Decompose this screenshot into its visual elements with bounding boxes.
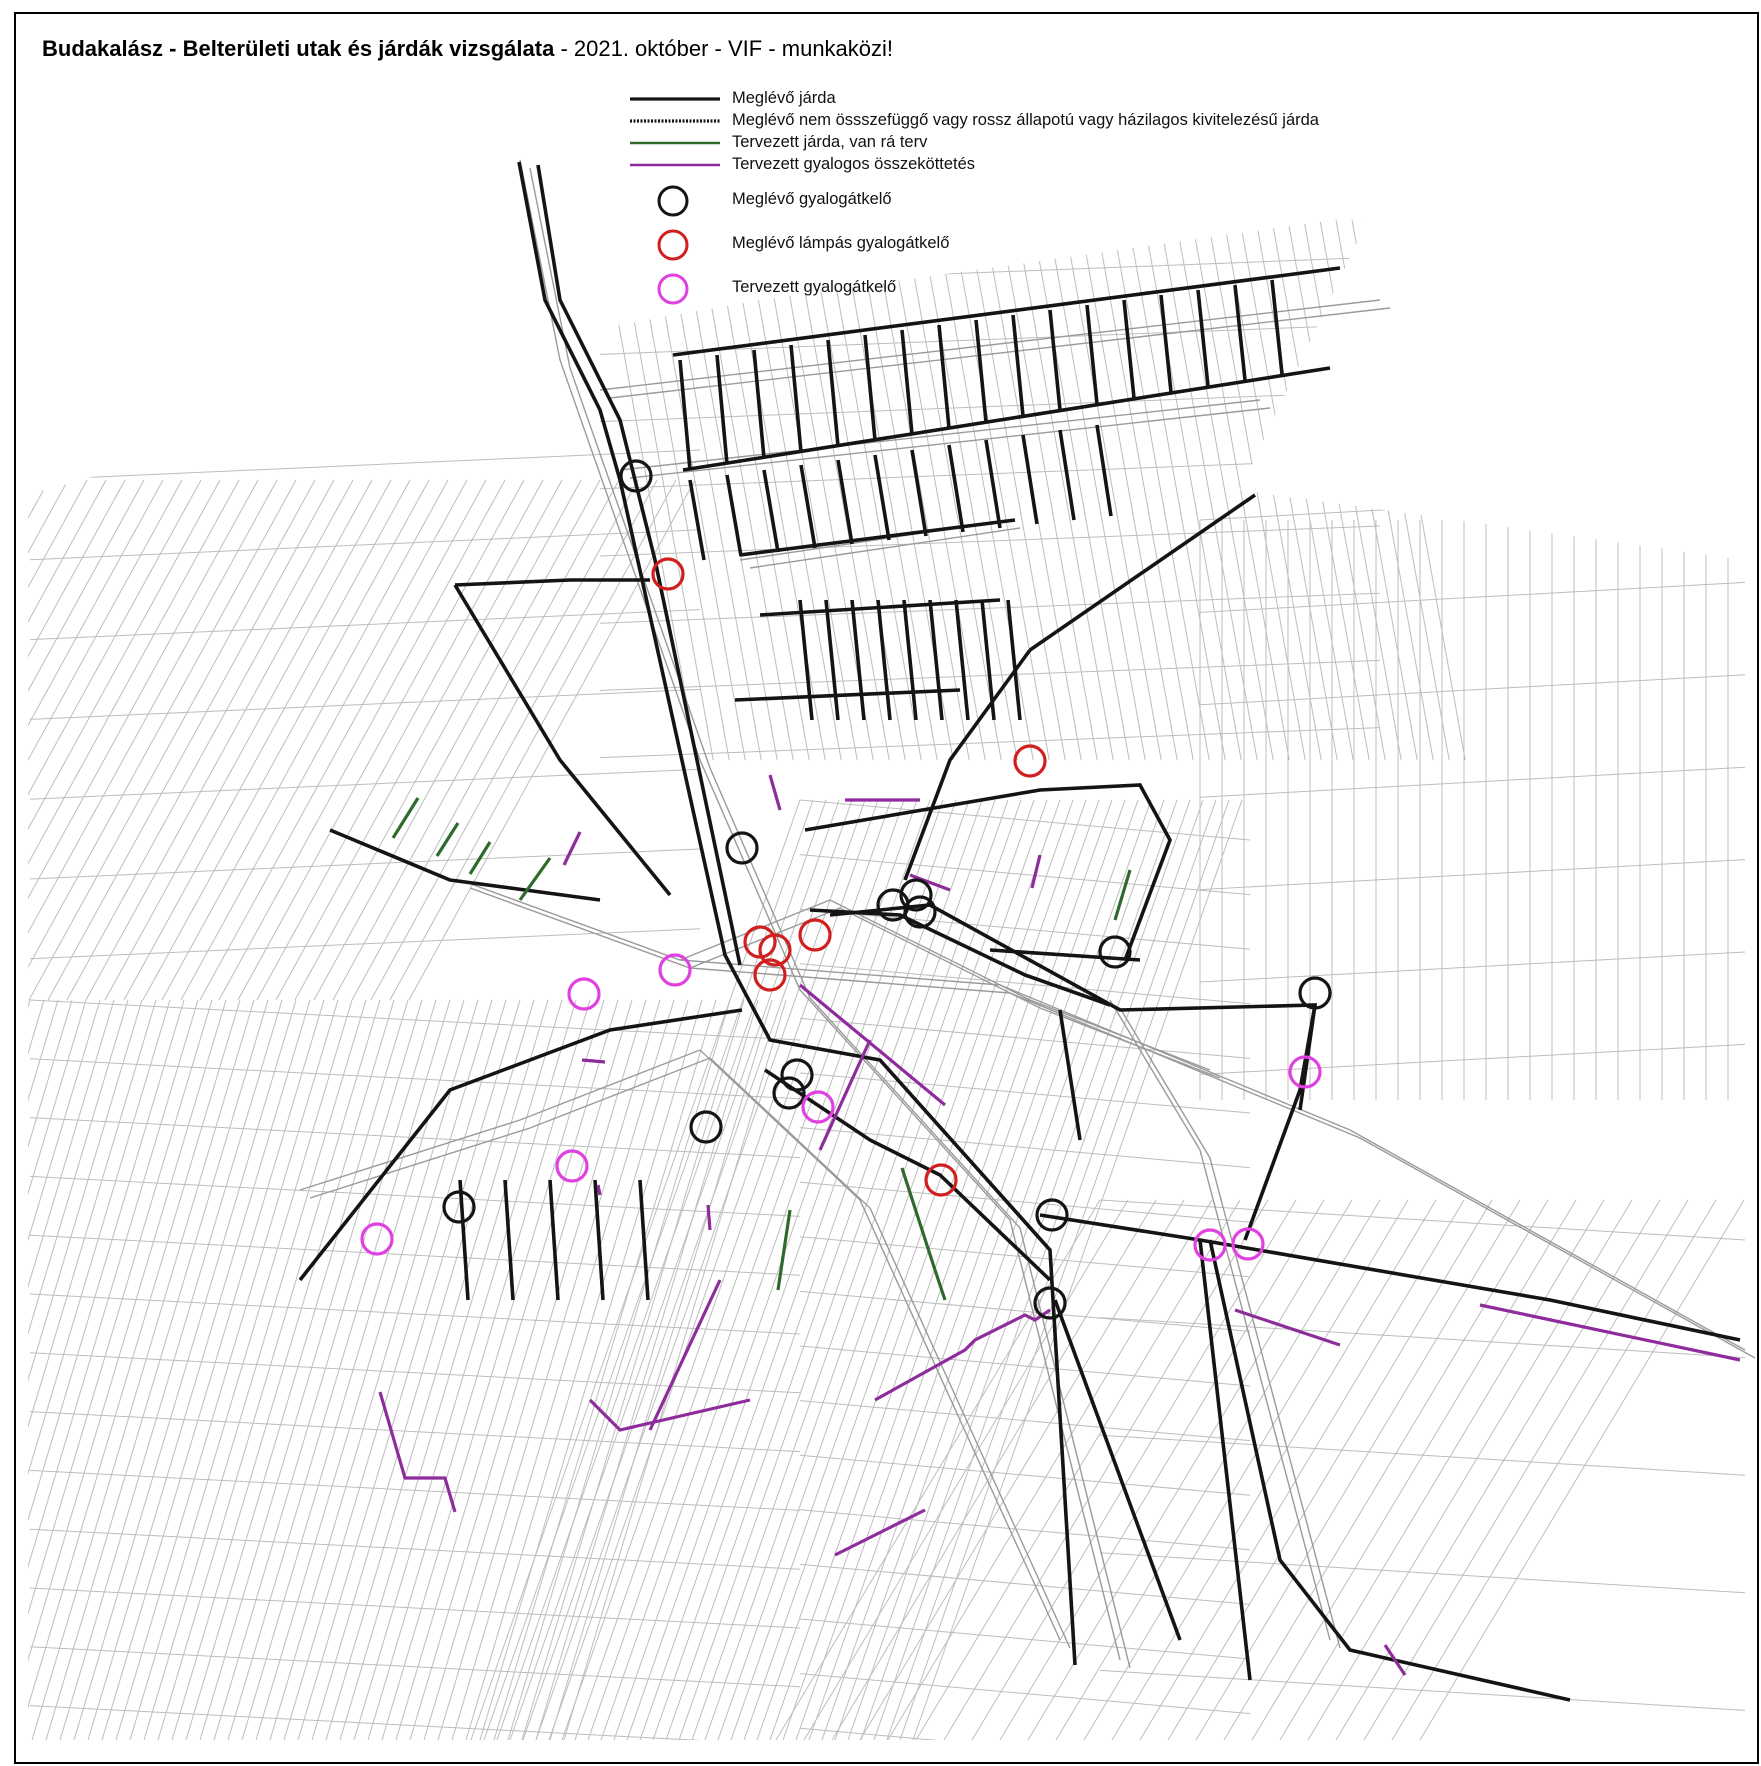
crossing-marker (360, 1222, 394, 1256)
legend-line-solid-black (630, 97, 720, 101)
legend-circle-magenta (657, 273, 689, 305)
map-title: Budakalász - Belterületi utak és járdák … (42, 36, 893, 62)
legend-label: Meglévő lámpás gyalogátkelő (732, 234, 950, 252)
crossing-marker (567, 977, 601, 1011)
crossing-marker (1033, 1286, 1067, 1320)
existing-sidewalks (298, 161, 1741, 1702)
crossing-marker (555, 1149, 589, 1183)
crossing-marker (689, 1110, 723, 1144)
crossing-marker (1193, 1228, 1227, 1262)
crossing-marker (798, 918, 832, 952)
crossing-marker (1035, 1198, 1069, 1232)
legend-line-green (630, 141, 720, 145)
crossings (360, 459, 1332, 1320)
crossing-marker (1231, 1227, 1265, 1261)
crossing-marker (442, 1190, 476, 1224)
legend-label: Meglévő járda (732, 89, 836, 107)
planned-sidewalks (391, 797, 1132, 1301)
map-title-bold: Budakalász - Belterületi utak és járdák … (42, 36, 555, 61)
crossing-marker (658, 953, 692, 987)
crossing-marker (1298, 976, 1332, 1010)
crossing-marker (725, 831, 759, 865)
legend-label: Tervezett járda, van rá terv (732, 133, 928, 151)
legend-circle-black (657, 185, 689, 217)
crossing-marker (1098, 935, 1132, 969)
legend-label: Meglévő nem össszefüggő vagy rossz állap… (732, 111, 1319, 129)
crossing-marker (619, 459, 653, 493)
crossing-marker (899, 878, 933, 912)
map-title-rest: - 2021. október - VIF - munkaközi! (554, 36, 894, 61)
crossing-marker (903, 895, 937, 929)
crossing-marker (772, 1076, 806, 1110)
crossing-marker (1288, 1055, 1322, 1089)
crossing-marker (801, 1090, 835, 1124)
legend-line-dashed-black (630, 119, 720, 123)
legend-circle-red (657, 229, 689, 261)
crossing-marker (651, 557, 685, 591)
planned-pedestrian-links (378, 774, 1741, 1676)
legend-label: Tervezett gyalogos összeköttetés (732, 155, 976, 173)
crossing-marker (1013, 744, 1047, 778)
map-frame (14, 12, 1759, 1764)
legend-label: Meglévő gyalogátkelő (732, 190, 892, 208)
street-outlines (299, 159, 1756, 1669)
legend-line-purple (630, 163, 720, 167)
crossing-marker (753, 958, 787, 992)
crossing-marker (758, 933, 792, 967)
crossing-marker (780, 1058, 814, 1092)
legend-label: Tervezett gyalogátkelő (732, 278, 897, 296)
crossing-marker (924, 1163, 958, 1197)
